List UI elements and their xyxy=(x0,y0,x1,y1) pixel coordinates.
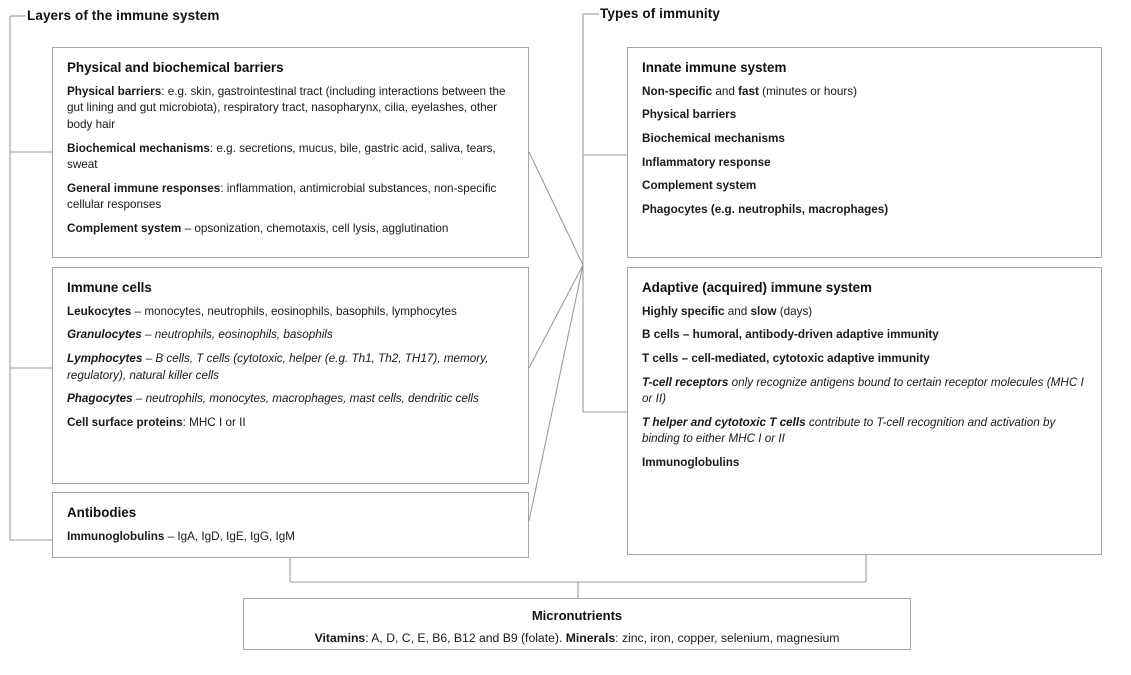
item-label: Complement system xyxy=(67,222,182,236)
adaptive-speed-line: Highly specific and slow (days) xyxy=(642,304,1087,321)
item-text: e.g. skin, gastrointestinal tract (inclu… xyxy=(67,84,506,131)
innate-item-complement-system: Complement system xyxy=(642,178,1087,195)
group-title-layers: Layers of the immune system xyxy=(27,8,220,23)
item-label: Immunoglobulins xyxy=(642,456,740,470)
item-label: Immunoglobulins xyxy=(67,529,165,543)
item-general-immune-responses: General immune responses: inflammation, … xyxy=(67,181,514,214)
box-innate-immune-system: Innate immune system Non-specific and fa… xyxy=(627,47,1102,258)
speed-conjunction: and xyxy=(724,304,751,318)
item-text: contribute to T-cell recognition and act… xyxy=(642,415,1056,446)
item-immunoglobulins: Immunoglobulins – IgA, IgD, IgE, IgG, Ig… xyxy=(67,529,514,546)
micronutrients-detail: Vitamins: A, D, C, E, B6, B12 and B9 (fo… xyxy=(256,630,898,647)
diagonal-barriers-to-hub xyxy=(528,151,584,266)
item-label: T cells – cell-mediated, cytotoxic adapt… xyxy=(642,351,930,365)
item-sep: : xyxy=(220,181,227,195)
item-label: Biochemical mechanisms xyxy=(67,141,210,155)
item-text: IgA, IgD, IgE, IgG, IgM xyxy=(177,529,295,543)
item-sep: – xyxy=(164,529,178,543)
item-text: neutrophils, eosinophils, basophils xyxy=(154,328,333,342)
item-granulocytes: Granulocytes – neutrophils, eosinophils,… xyxy=(67,327,514,344)
box-adaptive-immune-system: Adaptive (acquired) immune system Highly… xyxy=(627,267,1102,555)
item-label: Phagocytes (e.g. neutrophils, macrophage… xyxy=(642,202,889,216)
item-text: monocytes, neutrophils, eosinophils, bas… xyxy=(144,304,457,318)
minerals-label: Minerals xyxy=(565,631,616,646)
item-sep: – xyxy=(141,328,155,342)
vitamins-text: : A, D, C, E, B6, B12 and B9 (folate). xyxy=(365,631,566,646)
item-label: Physical barriers xyxy=(67,84,162,98)
innate-speed-line: Non-specific and fast (minutes or hours) xyxy=(642,84,1087,101)
speed-specificity: Non-specific xyxy=(642,84,713,98)
item-cell-surface-proteins: Cell surface proteins: MHC I or II xyxy=(67,415,514,432)
adaptive-item-t-cell-receptors: T-cell receptors only recognize antigens… xyxy=(642,375,1087,408)
item-text: MHC I or II xyxy=(189,415,246,429)
item-complement-system: Complement system – opsonization, chemot… xyxy=(67,221,514,238)
item-label: Complement system xyxy=(642,179,757,193)
box-micronutrients: Micronutrients Vitamins: A, D, C, E, B6,… xyxy=(243,598,911,650)
adaptive-item-b-cells: B cells – humoral, antibody-driven adapt… xyxy=(642,327,1087,344)
item-text: inflammation, antimicrobial substances, … xyxy=(67,181,497,212)
item-label: B cells – humoral, antibody-driven adapt… xyxy=(642,328,939,342)
box-physical-biochemical-barriers: Physical and biochemical barriers Physic… xyxy=(52,47,529,258)
adaptive-item-t-helper-cytotoxic: T helper and cytotoxic T cells contribut… xyxy=(642,415,1087,448)
box-heading: Adaptive (acquired) immune system xyxy=(642,280,872,295)
item-sep: – xyxy=(142,351,156,365)
diagonal-cells-to-hub xyxy=(528,264,584,369)
innate-item-phagocytes: Phagocytes (e.g. neutrophils, macrophage… xyxy=(642,202,1087,219)
item-sep: – xyxy=(132,392,146,406)
item-label: Phagocytes xyxy=(67,392,133,406)
speed-rate: slow xyxy=(750,304,777,318)
box-antibodies: Antibodies Immunoglobulins – IgA, IgD, I… xyxy=(52,492,529,558)
item-leukocytes: Leukocytes – monocytes, neutrophils, eos… xyxy=(67,304,514,321)
item-label: Leukocytes xyxy=(67,304,132,318)
item-label: Biochemical mechanisms xyxy=(642,131,785,145)
micronutrients-bracket xyxy=(289,555,867,598)
box-heading: Antibodies xyxy=(67,505,137,520)
box-immune-cells: Immune cells Leukocytes – monocytes, neu… xyxy=(52,267,529,484)
item-biochemical-mechanisms: Biochemical mechanisms: e.g. secretions,… xyxy=(67,141,514,174)
adaptive-item-immunoglobulins: Immunoglobulins xyxy=(642,455,1087,472)
item-text: only recognize antigens bound to certain… xyxy=(642,375,1084,406)
innate-item-physical-barriers: Physical barriers xyxy=(642,107,1087,124)
box-heading: Micronutrients xyxy=(531,608,623,623)
innate-item-inflammatory-response: Inflammatory response xyxy=(642,155,1087,172)
item-text: opsonization, chemotaxis, cell lysis, ag… xyxy=(194,222,449,236)
box-heading: Innate immune system xyxy=(642,60,787,75)
group-title-types: Types of immunity xyxy=(600,6,720,21)
speed-detail: (days) xyxy=(776,304,813,318)
converging-lines xyxy=(528,151,584,522)
item-text: B cells, T cells (cytotoxic, helper (e.g… xyxy=(67,351,489,382)
item-sep: : xyxy=(182,415,190,429)
item-label: Granulocytes xyxy=(67,328,142,342)
item-label: T helper and cytotoxic T cells xyxy=(642,415,806,429)
diagonal-antibodies-to-hub xyxy=(528,264,584,522)
adaptive-item-t-cells: T cells – cell-mediated, cytotoxic adapt… xyxy=(642,351,1087,368)
left-bracket xyxy=(9,15,52,541)
item-label: Cell surface proteins xyxy=(67,415,183,429)
item-sep: – xyxy=(181,222,195,236)
box-heading: Immune cells xyxy=(67,280,152,295)
item-physical-barriers: Physical barriers: e.g. skin, gastrointe… xyxy=(67,84,514,134)
item-label: General immune responses xyxy=(67,181,221,195)
item-label: T-cell receptors xyxy=(642,375,729,389)
box-heading: Physical and biochemical barriers xyxy=(67,60,284,75)
item-sep: : xyxy=(161,84,168,98)
item-label: Inflammatory response xyxy=(642,155,771,169)
item-text: neutrophils, monocytes, macrophages, mas… xyxy=(145,392,479,406)
speed-rate: fast xyxy=(738,84,759,98)
item-sep: – xyxy=(131,304,145,318)
minerals-text: : zinc, iron, copper, selenium, magnesiu… xyxy=(615,631,840,646)
right-bracket xyxy=(582,13,627,413)
speed-conjunction: and xyxy=(712,84,739,98)
item-label: Lymphocytes xyxy=(67,351,143,365)
item-lymphocytes: Lymphocytes – B cells, T cells (cytotoxi… xyxy=(67,351,514,384)
item-text: e.g. secretions, mucus, bile, gastric ac… xyxy=(67,141,496,172)
item-label: Physical barriers xyxy=(642,108,737,122)
item-phagocytes: Phagocytes – neutrophils, monocytes, mac… xyxy=(67,391,514,408)
vitamins-label: Vitamins xyxy=(314,631,366,646)
speed-specificity: Highly specific xyxy=(642,304,725,318)
item-sep: : xyxy=(209,141,217,155)
innate-item-biochemical-mechanisms: Biochemical mechanisms xyxy=(642,131,1087,148)
speed-detail: (minutes or hours) xyxy=(758,84,858,98)
